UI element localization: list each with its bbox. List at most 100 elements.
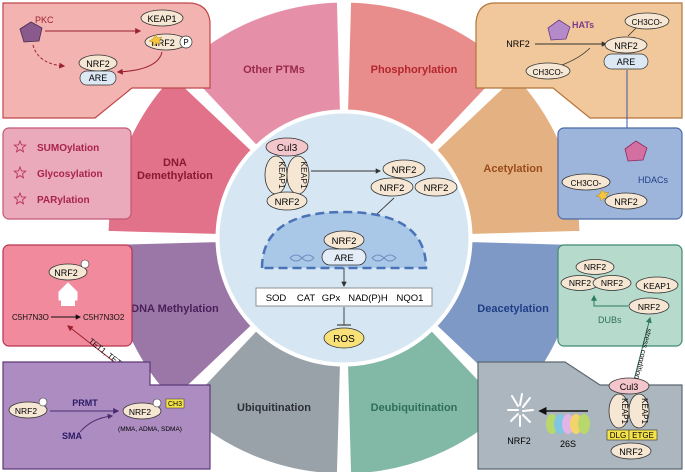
pkc-label: PKC [35, 15, 54, 25]
sector-deubiquitination [347, 330, 507, 472]
star-burst-icon [148, 34, 163, 47]
panel-dna-demethylation: NRF2 C5H7N3O C5H7N3O2 [2, 244, 133, 347]
deubiq-nrf2-b-label: NRF2 [569, 278, 591, 288]
deubiq-nrf2-c-label: NRF2 [601, 278, 623, 288]
ptm-ring: PhosphorylationAcetylationDeacetylationD… [107, 1, 581, 472]
demethyl-left-formula: C5H7N3O [12, 313, 49, 322]
sector-label-phosphorylation: Phosphorylation [371, 64, 458, 76]
hdacs-label: HDACs [638, 175, 669, 185]
pkc-dashed-arrow [32, 44, 66, 69]
other-ptm-item: SUMOylation [37, 143, 99, 154]
demethyl-right-formula: C5H7N3O2 [83, 313, 125, 322]
center-nrf2-bound [266, 191, 308, 211]
phospho-are-label: ARE [89, 73, 108, 83]
stress-arrow [633, 316, 652, 381]
sector-acetylation [436, 75, 581, 235]
phospho-nrf2-label: NRF2 [151, 38, 175, 48]
pkc-icon [19, 21, 43, 43]
methyl-marker-b [152, 398, 162, 408]
gene-cat: CAT [297, 293, 315, 304]
gene-nadph: NAD(P)H [348, 293, 388, 304]
center-nrf2-bound-label: NRF2 [275, 197, 300, 208]
star-icon [13, 165, 27, 179]
dna-strands [289, 254, 397, 262]
star-icon [13, 139, 27, 153]
proteasome-icon [546, 414, 590, 434]
gene-gpx: GPx [322, 293, 341, 304]
genes-box [255, 287, 433, 307]
sector-label-deacetylation: Deacetylation [477, 303, 549, 315]
phospho-keap1-label: KEAP1 [147, 14, 176, 24]
prmt-label: PRMT [72, 398, 98, 408]
acetyl-are-label: ARE [617, 57, 636, 67]
deacetyl-nrf2-label: NRF2 [614, 197, 638, 207]
free-nrf2-a: NRF2 [392, 165, 417, 176]
nrf2-to-are-arrow [116, 51, 163, 75]
phospho-p-label: P [183, 38, 188, 47]
hdacs-icon [624, 140, 648, 162]
ros-label: ROS [333, 334, 355, 345]
methyl-ch3-label: CH3 [168, 401, 182, 408]
panel-dna-methylation: NRF2 PRMT SMA NRF2 CH3 (MMA, ADMA, SDMA) [2, 361, 211, 470]
gene-sod: SOD [266, 293, 287, 304]
sector-other-ptms [181, 1, 341, 146]
target-genes: SOD CAT GPx NAD(P)H NQO1 [266, 293, 424, 304]
free-nrf2-group: NRF2 NRF2 NRF2 [370, 159, 458, 197]
methyl-marker-a [38, 397, 48, 407]
methyl-nrf2-a-label: NRF2 [15, 406, 37, 416]
proteasome-label: 26S [560, 439, 576, 449]
acetyl-nrf2-a-label: NRF2 [506, 39, 530, 49]
acetyl-group-link [561, 47, 591, 66]
ubiq-cul3-label: Cul3 [620, 382, 639, 392]
deubiq-nrf2-d-label: NRF2 [638, 302, 660, 312]
sector-label-deubiquitination: Deubiquitination [371, 402, 458, 414]
keap1-left-label: KEAP1 [277, 161, 287, 189]
panel-deacetylation: CH3CO- HDACs NRF2 [557, 127, 683, 220]
demethyl-marker [80, 259, 90, 269]
dubs-arrow [591, 294, 628, 307]
deacetyl-ch3co-label: CH3CO- [571, 179, 602, 188]
acetyl-nrf2-b-label: NRF2 [614, 41, 638, 51]
center-keap1-complex: Cul3 KEAP1 KEAP1 NRF2 [264, 137, 310, 211]
free-nrf2-c: NRF2 [424, 183, 449, 194]
ros-oval [323, 327, 365, 349]
gene-nqo1: NQO1 [397, 293, 424, 304]
ubiq-nrf2-label: NRF2 [619, 447, 643, 457]
free-nrf2-b: NRF2 [380, 183, 405, 194]
star-icon [13, 191, 27, 205]
panel-ubiquitination: NRF2 26S Cul3 KEAP1 KEAP1 DLG ETGE NRF2 [477, 361, 683, 470]
demethyl-nrf2-label: NRF2 [54, 268, 78, 278]
panel-deubiquitination: NRF2 NRF2 NRF2 KEAP1 NRF2 DUBs [557, 244, 683, 347]
other-ptm-item: Glycosylation [37, 169, 103, 180]
center-are-label: ARE [334, 253, 354, 264]
panel-acetylation: NRF2 HATs CH3CO- CH3CO- NRF2 ARE [475, 2, 683, 119]
sector-label-other-ptms: Other PTMs [243, 64, 305, 76]
sector-label-acetylation: Acetylation [483, 163, 543, 175]
sma-label: SMA [62, 431, 83, 441]
acetyl-ch3co-a-label: CH3CO- [533, 68, 564, 77]
sector-label-ubiquitination: Ubiquitination [237, 402, 311, 414]
ubiq-keap1-right-label: KEAP1 [640, 398, 649, 424]
panel-phosphorylation: PKC KEAP1 NRF2 P NRF2 ARE [2, 2, 211, 119]
phospho-nrf2-b-label: NRF2 [86, 59, 110, 69]
acetyl-ch3co-b-label: CH3CO- [632, 18, 663, 27]
hats-icon [547, 19, 571, 41]
center-are-box [321, 248, 367, 266]
ubiq-keap1-left-label: KEAP1 [620, 398, 629, 424]
cul3-oval [265, 137, 309, 157]
deubiq-keap1-label: KEAP1 [643, 281, 671, 291]
etge-label: ETGE [632, 431, 654, 440]
methyl-types-label: (MMA, ADMA, SDMA) [118, 426, 182, 433]
cul3-label: Cul3 [277, 143, 298, 154]
hats-label: HATs [572, 20, 594, 30]
nuclear-nrf2-label: NRF2 [332, 236, 357, 247]
other-ptm-item: PARylation [37, 195, 90, 206]
methyl-nrf2-b-label: NRF2 [129, 407, 151, 417]
dlg-label: DLG [610, 431, 626, 440]
dubs-label: DUBs [598, 315, 622, 325]
degraded-nrf2-icon [507, 393, 534, 427]
ubiq-degraded-nrf2-label: NRF2 [507, 436, 531, 446]
sma-arrow [79, 413, 114, 433]
